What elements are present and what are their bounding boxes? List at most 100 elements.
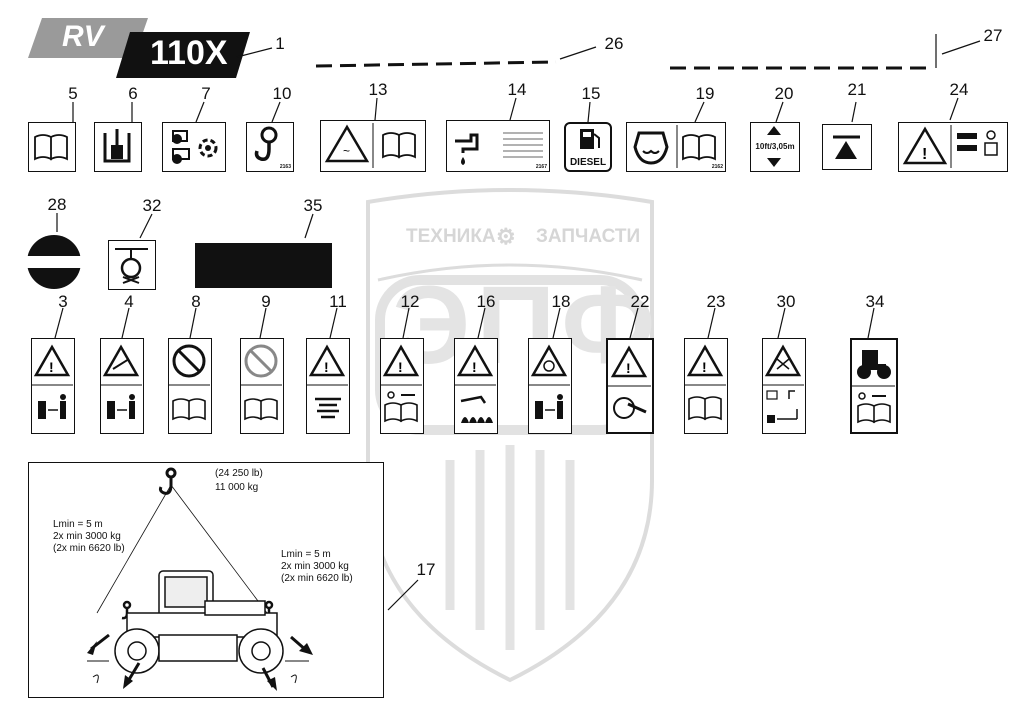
decal-35-plate xyxy=(195,243,332,288)
rollover-key-manual-icon xyxy=(852,340,895,424)
model-badge xyxy=(116,32,250,78)
callout-30: 30 xyxy=(776,292,796,311)
right-min-kg: 2x min 3000 kg xyxy=(281,561,349,572)
callout-3: 3 xyxy=(58,292,68,311)
lift-weight-lb: (24 250 lb) xyxy=(215,468,263,479)
callout-27: 27 xyxy=(983,26,1003,45)
svg-text:!: ! xyxy=(324,359,329,375)
svg-text:!: ! xyxy=(922,146,927,163)
callout-21: 21 xyxy=(847,80,867,99)
warning-key-manual-icon: ! xyxy=(381,344,422,423)
decal-9-no-spray xyxy=(240,338,284,434)
book-icon xyxy=(34,134,68,161)
decal-3-crush-hazard: ! xyxy=(31,338,75,434)
warning-seat-icon: ! xyxy=(902,125,998,168)
decal-16-hot-surface: ! xyxy=(454,338,498,434)
svg-text:!: ! xyxy=(398,359,403,375)
callout-10: 10 xyxy=(272,84,292,103)
hook-top-icon xyxy=(158,467,177,495)
callout-6: 6 xyxy=(128,84,138,103)
decal-28-round xyxy=(26,235,82,289)
right-lmin: Lmin = 5 m xyxy=(281,549,331,560)
decal-14-code: 2167 xyxy=(535,164,547,170)
svg-text:!: ! xyxy=(702,359,707,375)
callout-19: 19 xyxy=(695,84,715,103)
warning-spray-icon xyxy=(101,344,142,419)
callout-13: 13 xyxy=(368,80,388,99)
callout-22: 22 xyxy=(630,292,650,311)
decal-6-hydraulic xyxy=(94,122,142,172)
svg-text:!: ! xyxy=(626,360,631,376)
warning-fan-icon: ! xyxy=(307,344,348,419)
callout-16: 16 xyxy=(476,292,496,311)
callout-8: 8 xyxy=(191,292,201,311)
decal-17-lifting-diagram: (24 250 lb) 11 000 kg Lmin = 5 m 2x min … xyxy=(28,462,384,698)
callout-15: 15 xyxy=(581,84,601,103)
fuel-pump-icon xyxy=(580,129,600,149)
callout-35: 35 xyxy=(303,196,323,215)
watermark-text-left: ТЕХНИКА xyxy=(406,226,496,247)
height-arrows-icon xyxy=(767,126,781,167)
prohibited-manual-icon-2 xyxy=(241,344,282,421)
callout-14: 14 xyxy=(507,80,527,99)
decal-14-water: 2167 xyxy=(446,120,550,172)
decal-20-height: 10ft/3,05m xyxy=(750,122,800,172)
prohibited-manual-icon xyxy=(169,344,210,421)
svg-text:~: ~ xyxy=(343,144,350,158)
warning-battery-icon xyxy=(529,344,570,419)
warning-hand-crush-icon: ! xyxy=(608,345,651,419)
decal-23-read-manual: ! xyxy=(684,338,728,434)
hydraulic-tank-icon xyxy=(103,129,131,163)
callout-20: 20 xyxy=(774,84,794,103)
decal-10-code: 2163 xyxy=(279,164,291,170)
callout-17: 17 xyxy=(416,560,436,579)
water-tap-icon xyxy=(455,132,543,165)
decal-8-no-step xyxy=(168,338,212,434)
decal-15-diesel: DIESEL xyxy=(564,122,612,172)
callout-9: 9 xyxy=(261,292,271,311)
callout-12: 12 xyxy=(400,292,420,311)
callout-26: 26 xyxy=(604,34,624,53)
decal-21-lifting-point xyxy=(822,124,872,170)
decal-22-crush-hand: ! xyxy=(606,338,654,434)
lifting-diagram-drawing xyxy=(87,467,313,691)
roller-vibration-icon xyxy=(172,130,218,164)
hook-icon xyxy=(254,126,278,162)
decal-24-seat-belt: ! xyxy=(898,122,1008,172)
svg-text:!: ! xyxy=(472,359,477,375)
decal-4-injection-hazard xyxy=(100,338,144,434)
callout-11: 11 xyxy=(329,292,347,311)
warning-articulation-icon xyxy=(763,344,804,423)
right-min-lb: (2x min 6620 lb) xyxy=(281,573,353,584)
left-min-lb: (2x min 6620 lb) xyxy=(53,543,125,554)
engine-manual-icon xyxy=(633,125,716,168)
callout-24: 24 xyxy=(949,80,969,99)
lift-weight-kg: 11 000 kg xyxy=(215,482,259,493)
decal-11-fan-hazard: ! xyxy=(306,338,350,434)
model-badge-text: 110X xyxy=(150,34,228,72)
callout-5: 5 xyxy=(68,84,78,103)
warning-hot-icon: ! xyxy=(455,344,496,423)
lift-point-icon xyxy=(833,135,860,159)
decal-32-lifting-chain xyxy=(108,240,156,290)
decal-13-warning-manual: ~ xyxy=(320,120,426,172)
decal-7-vibration xyxy=(162,122,226,172)
rv-logo-text: RV xyxy=(62,20,104,53)
callout-1: 1 xyxy=(275,34,285,53)
callout-4: 4 xyxy=(124,292,134,311)
decal-34-rollover xyxy=(850,338,898,434)
decal-18-battery-hazard xyxy=(528,338,572,434)
callout-34: 34 xyxy=(865,292,885,311)
decal-30-articulation xyxy=(762,338,806,434)
height-label: 10ft/3,05m xyxy=(755,142,795,151)
svg-text:!: ! xyxy=(49,359,54,375)
left-lmin: Lmin = 5 m xyxy=(53,519,103,530)
callout-7: 7 xyxy=(201,84,211,103)
rv-logo xyxy=(28,18,148,58)
warning-crush-icon: ! xyxy=(32,344,73,419)
callout-18: 18 xyxy=(551,292,571,311)
watermark-text-right: ЗАПЧАСТИ xyxy=(536,226,641,247)
callout-32: 32 xyxy=(142,196,162,215)
watermark-gear-icon: ⚙ xyxy=(496,224,516,249)
